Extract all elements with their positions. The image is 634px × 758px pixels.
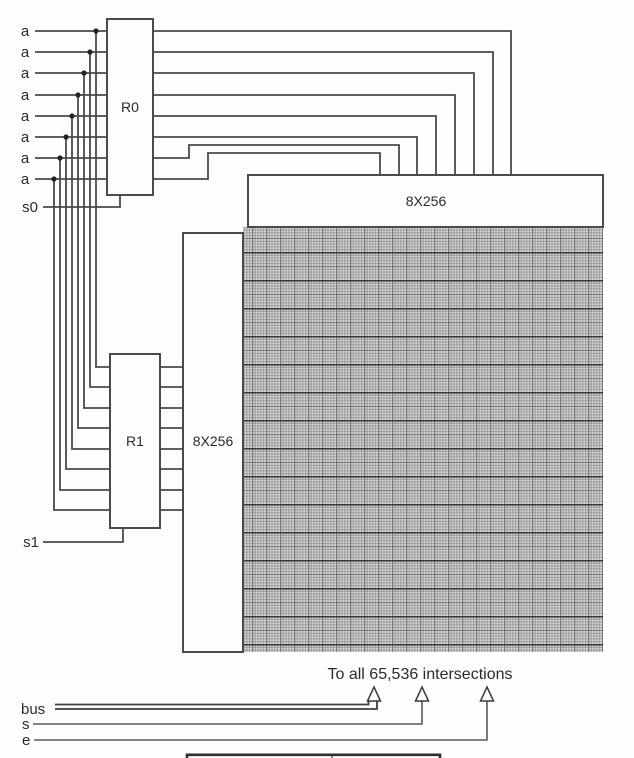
address-input-label: a bbox=[21, 171, 30, 188]
e-wire bbox=[34, 701, 488, 741]
bus-arrow-icon bbox=[366, 685, 382, 702]
s0-label: s0 bbox=[22, 199, 38, 216]
crossbar-grid bbox=[243, 227, 603, 652]
address-input-label: a bbox=[21, 150, 30, 167]
r1-output-wires bbox=[160, 366, 183, 511]
s-arrow-icon bbox=[414, 685, 430, 702]
register-r0-box bbox=[106, 18, 154, 196]
e-arrow-icon bbox=[479, 685, 495, 702]
s1-label: s1 bbox=[23, 534, 39, 551]
s-wire bbox=[33, 701, 423, 725]
clipped-bottom-box bbox=[185, 753, 442, 758]
junction-dots bbox=[51, 28, 99, 182]
junction-dot bbox=[63, 134, 69, 140]
junction-dot bbox=[57, 155, 63, 161]
bus-wire-upper bbox=[55, 701, 370, 706]
s-label: s bbox=[22, 716, 30, 733]
column-decoder-box bbox=[182, 232, 244, 653]
control-wires bbox=[33, 701, 488, 741]
register-r1-box bbox=[109, 353, 161, 529]
junction-dot bbox=[81, 70, 87, 76]
bus-wire-lower bbox=[55, 701, 378, 710]
e-label: e bbox=[22, 732, 30, 749]
junction-dot bbox=[51, 176, 57, 182]
column-decoder-label: 8X256 bbox=[193, 433, 234, 449]
row-decoder-label: 8X256 bbox=[406, 193, 447, 209]
address-input-label: a bbox=[21, 44, 30, 61]
intersections-annotation: To all 65,536 intersections bbox=[328, 666, 513, 683]
up-arrows bbox=[366, 685, 495, 702]
junction-dot bbox=[75, 92, 81, 98]
junction-dot bbox=[87, 49, 93, 55]
row-decoder-box bbox=[247, 174, 604, 228]
junction-dot bbox=[69, 113, 75, 119]
address-input-label: a bbox=[21, 108, 30, 125]
register-r1-label: R1 bbox=[126, 433, 144, 449]
r0-output-wires bbox=[153, 30, 512, 180]
junction-dot bbox=[93, 28, 99, 34]
bus-label: bus bbox=[21, 701, 45, 718]
address-input-wires bbox=[35, 30, 107, 180]
labels: a a a a a a a a s0 s1 R0 R1 8X256 8X256 … bbox=[21, 23, 513, 749]
wires bbox=[35, 30, 512, 543]
s0-wire bbox=[43, 195, 121, 208]
address-branch-wires bbox=[53, 31, 110, 511]
register-r0-label: R0 bbox=[121, 99, 139, 115]
address-input-label: a bbox=[21, 65, 30, 82]
address-input-label: a bbox=[21, 129, 30, 146]
address-input-label: a bbox=[21, 23, 30, 40]
s1-wire bbox=[43, 528, 124, 543]
address-input-label: a bbox=[21, 87, 30, 104]
